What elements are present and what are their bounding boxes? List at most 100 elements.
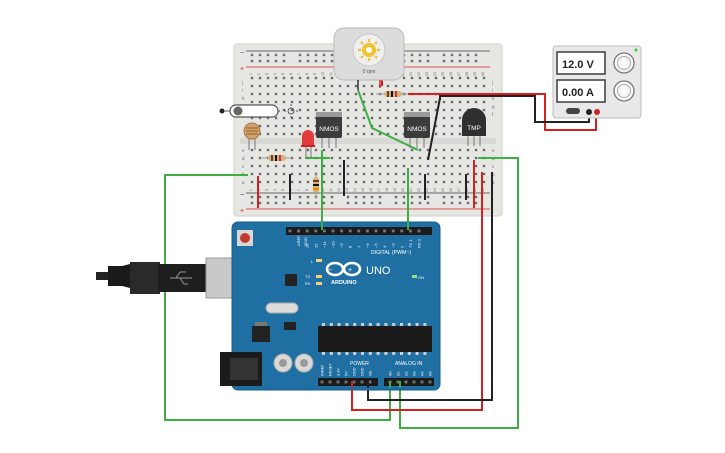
breadboard-hole[interactable]	[330, 76, 334, 80]
breadboard-hole[interactable]	[378, 116, 382, 120]
breadboard-hole[interactable]	[362, 180, 366, 184]
light-slider[interactable]	[219, 104, 299, 118]
breadboard-hole[interactable]	[418, 156, 422, 160]
wire-black-diagonal[interactable]	[427, 97, 441, 161]
breadboard-hole[interactable]	[402, 156, 406, 160]
breadboard-hole[interactable]	[322, 180, 326, 184]
breadboard-hole[interactable]	[266, 180, 270, 184]
breadboard-hole[interactable]	[466, 156, 470, 160]
breadboard-hole[interactable]	[322, 92, 326, 96]
breadboard-hole[interactable]	[426, 180, 430, 184]
rail-hole[interactable]	[378, 201, 382, 205]
rail-hole[interactable]	[466, 201, 470, 205]
breadboard-hole[interactable]	[386, 180, 390, 184]
breadboard-hole[interactable]	[458, 148, 462, 152]
rail-hole[interactable]	[410, 195, 414, 199]
breadboard-hole[interactable]	[386, 132, 390, 136]
breadboard-hole[interactable]	[298, 100, 302, 104]
breadboard-hole[interactable]	[290, 132, 294, 136]
rail-hole[interactable]	[378, 195, 382, 199]
breadboard-hole[interactable]	[338, 172, 342, 176]
rail-hole[interactable]	[450, 53, 454, 57]
rail-hole[interactable]	[442, 59, 446, 63]
breadboard-hole[interactable]	[250, 156, 254, 160]
breadboard-hole[interactable]	[386, 100, 390, 104]
breadboard-hole[interactable]	[442, 156, 446, 160]
breadboard-hole[interactable]	[338, 148, 342, 152]
reset-button[interactable]	[237, 230, 253, 246]
breadboard-hole[interactable]	[442, 164, 446, 168]
rail-hole[interactable]	[474, 195, 478, 199]
breadboard-hole[interactable]	[458, 124, 462, 128]
rail-hole[interactable]	[250, 195, 254, 199]
breadboard-hole[interactable]	[306, 84, 310, 88]
rail-hole[interactable]	[250, 201, 254, 205]
breadboard-hole[interactable]	[346, 148, 350, 152]
breadboard-hole[interactable]	[274, 148, 278, 152]
breadboard-hole[interactable]	[314, 108, 318, 112]
breadboard-hole[interactable]	[394, 148, 398, 152]
breadboard-hole[interactable]	[306, 172, 310, 176]
rail-hole[interactable]	[450, 59, 454, 63]
breadboard-hole[interactable]	[298, 84, 302, 88]
breadboard-hole[interactable]	[290, 172, 294, 176]
breadboard-hole[interactable]	[466, 100, 470, 104]
rail-hole[interactable]	[474, 59, 478, 63]
breadboard-hole[interactable]	[346, 132, 350, 136]
breadboard-hole[interactable]	[378, 100, 382, 104]
breadboard-hole[interactable]	[442, 76, 446, 80]
header-pin[interactable]	[374, 229, 378, 233]
wire-black-gnd[interactable]	[367, 172, 493, 401]
breadboard-hole[interactable]	[266, 148, 270, 152]
breadboard-hole[interactable]	[378, 164, 382, 168]
analog-header-pin[interactable]	[412, 380, 416, 384]
breadboard-hole[interactable]	[290, 116, 294, 120]
breadboard-hole[interactable]	[474, 100, 478, 104]
rail-hole[interactable]	[370, 201, 374, 205]
breadboard-hole[interactable]	[306, 164, 310, 168]
breadboard-hole[interactable]	[346, 108, 350, 112]
rail-hole[interactable]	[306, 195, 310, 199]
breadboard-hole[interactable]	[362, 148, 366, 152]
breadboard-hole[interactable]	[330, 164, 334, 168]
rail-hole[interactable]	[298, 53, 302, 57]
breadboard-hole[interactable]	[442, 172, 446, 176]
breadboard-hole[interactable]	[386, 172, 390, 176]
breadboard-hole[interactable]	[434, 180, 438, 184]
breadboard-hole[interactable]	[290, 100, 294, 104]
breadboard-hole[interactable]	[442, 100, 446, 104]
breadboard-hole[interactable]	[274, 124, 278, 128]
breadboard-hole[interactable]	[434, 164, 438, 168]
breadboard-hole[interactable]	[354, 92, 358, 96]
breadboard-hole[interactable]	[458, 108, 462, 112]
breadboard-hole[interactable]	[298, 172, 302, 176]
breadboard-hole[interactable]	[362, 124, 366, 128]
breadboard-hole[interactable]	[314, 84, 318, 88]
rail-hole[interactable]	[466, 195, 470, 199]
rail-hole[interactable]	[250, 53, 254, 57]
breadboard-hole[interactable]	[346, 180, 350, 184]
rail-hole[interactable]	[458, 201, 462, 205]
breadboard-hole[interactable]	[338, 100, 342, 104]
breadboard-hole[interactable]	[354, 124, 358, 128]
breadboard-hole[interactable]	[482, 76, 486, 80]
tmp-sensor[interactable]: TMP	[462, 108, 486, 146]
breadboard-hole[interactable]	[442, 132, 446, 136]
power-header-pin[interactable]	[360, 380, 364, 384]
breadboard-hole[interactable]	[378, 124, 382, 128]
breadboard-hole[interactable]	[418, 100, 422, 104]
breadboard-hole[interactable]	[330, 172, 334, 176]
header-pin[interactable]	[323, 229, 326, 233]
breadboard-hole[interactable]	[370, 92, 374, 96]
breadboard-hole[interactable]	[442, 124, 446, 128]
rail-hole[interactable]	[362, 195, 366, 199]
breadboard-hole[interactable]	[450, 116, 454, 120]
breadboard-hole[interactable]	[394, 164, 398, 168]
breadboard-hole[interactable]	[274, 180, 278, 184]
breadboard-hole[interactable]	[346, 172, 350, 176]
wire-green-right-loop[interactable]	[399, 157, 519, 429]
breadboard-hole[interactable]	[266, 76, 270, 80]
breadboard-hole[interactable]	[258, 148, 262, 152]
header-pin[interactable]	[331, 229, 335, 233]
rail-hole[interactable]	[354, 195, 358, 199]
